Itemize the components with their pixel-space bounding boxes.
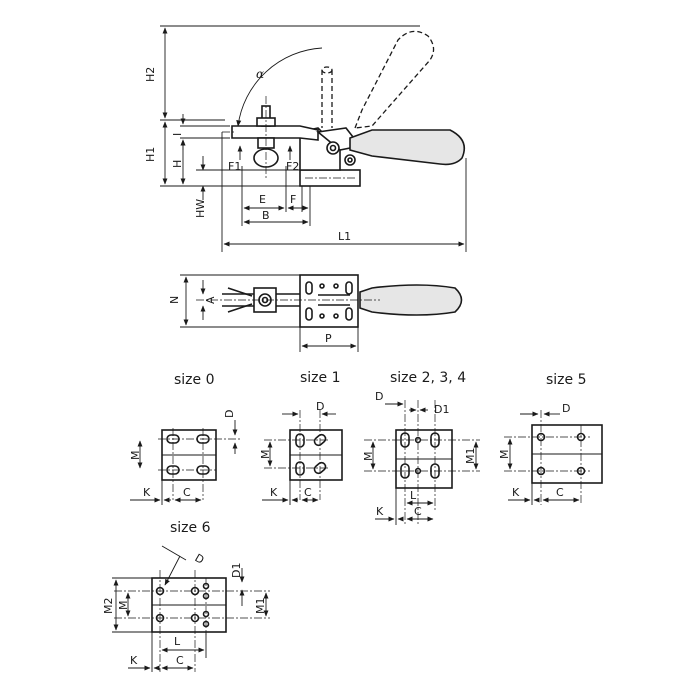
size6-view: size 6 D D1 M1 M M2 <box>102 520 270 672</box>
size234-m1-label: M1 <box>464 448 477 465</box>
size6-c-label: C <box>176 654 184 667</box>
handle-open <box>354 30 435 129</box>
size1-k-label: K <box>270 486 278 499</box>
size0-m-label: M <box>129 451 142 461</box>
size0-c-label: C <box>183 486 191 499</box>
alpha-arc <box>236 47 323 127</box>
i-label: I <box>171 133 184 136</box>
size1-c-label: C <box>304 486 312 499</box>
f1-label: F1 <box>228 160 241 173</box>
size5-k-label: K <box>512 486 520 499</box>
size6-m1-label: M1 <box>254 598 267 615</box>
size1-title: size 1 <box>300 370 341 386</box>
size6-m2-label: M2 <box>102 598 115 615</box>
size6-l-label: L <box>174 635 181 648</box>
size234-view: size 2, 3, 4 D D1 M M1 L K <box>362 370 480 525</box>
h1-label: H1 <box>144 147 157 162</box>
size1-m-label: M <box>259 450 272 460</box>
size234-l-label: L <box>410 489 417 502</box>
size1-d-label: D <box>316 400 324 413</box>
size234-d1-label: D1 <box>434 403 449 416</box>
size6-m-label: M <box>117 601 130 611</box>
size0-k-label: K <box>143 486 151 499</box>
size6-title: size 6 <box>170 520 211 536</box>
size234-title: size 2, 3, 4 <box>390 370 466 386</box>
size234-c-label: C <box>414 505 422 518</box>
n-label: N <box>168 296 181 304</box>
size0-d-label: D <box>223 410 236 418</box>
size0-view: size 0 D M K C <box>129 372 240 505</box>
clamp-arm <box>231 125 319 141</box>
alpha-label: α <box>256 67 264 81</box>
h2-label: H2 <box>144 67 157 82</box>
size5-c-label: C <box>556 486 564 499</box>
size5-view: size 5 D M K C <box>498 372 603 505</box>
size5-d-label: D <box>562 402 570 415</box>
top-base <box>299 274 359 328</box>
f2-label: F2 <box>286 160 299 173</box>
size5-title: size 5 <box>546 372 587 388</box>
size1-view: size 1 D M K C <box>259 370 343 505</box>
b-label: B <box>262 209 270 222</box>
e-label: E <box>259 193 266 206</box>
l1-label: L1 <box>338 230 351 243</box>
top-view: N A P <box>168 274 463 352</box>
size0-title: size 0 <box>174 372 215 388</box>
size6-k-label: K <box>130 654 138 667</box>
side-view: α H2 H1 I H HW F1 F2 E <box>144 25 467 252</box>
p-label: P <box>325 332 332 345</box>
size6-d1-label: D1 <box>230 563 243 578</box>
a-label: A <box>204 296 217 304</box>
size234-d-label: D <box>375 390 383 403</box>
hw-label: HW <box>194 199 207 218</box>
size6-d-label: D <box>193 551 207 567</box>
h-label: H <box>171 160 184 168</box>
f-label: F <box>290 193 296 206</box>
size5-m-label: M <box>498 450 511 460</box>
handle-closed <box>349 129 466 166</box>
size234-k-label: K <box>376 505 384 518</box>
top-handle <box>359 284 463 316</box>
size234-m-label: M <box>362 452 375 462</box>
